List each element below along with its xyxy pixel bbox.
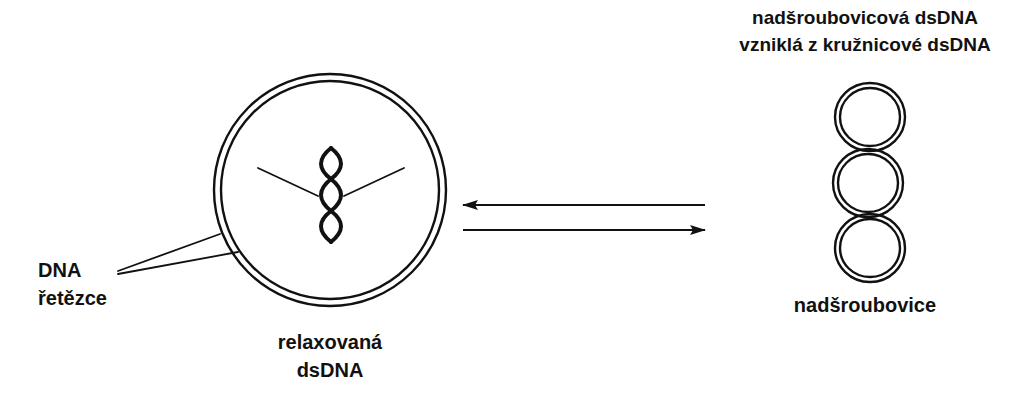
leader-line <box>118 252 238 274</box>
figure-caption: nadšroubovice <box>765 291 965 319</box>
supercoil: nadšroubovicová dsDNA vzniklá z kružnico… <box>705 78 1025 288</box>
helix-strand <box>321 148 341 242</box>
reaction-arrow <box>463 204 705 206</box>
reaction-arrow <box>463 229 705 231</box>
dna-strand <box>835 83 905 151</box>
zoom-line <box>258 168 318 196</box>
dna-strand <box>840 88 900 146</box>
dna-strand <box>838 154 898 212</box>
dna-strand <box>835 214 905 282</box>
dna-strand <box>214 74 446 306</box>
figure-heading: nadšroubovicová dsDNA vzniklá z kružnico… <box>726 4 1004 58</box>
helix-strand <box>321 148 341 242</box>
figure-caption: relaxovaná dsDNA <box>255 328 405 384</box>
dna-strand <box>840 219 900 277</box>
node-outline <box>210 70 450 310</box>
part-label: DNA řetězce <box>38 256 133 312</box>
zoom-line <box>344 168 404 196</box>
dna-strand <box>221 81 439 299</box>
dna-strand <box>833 149 903 217</box>
relaxed-circle: relaxovaná dsDNA <box>210 70 450 310</box>
node-outline <box>705 78 1025 288</box>
